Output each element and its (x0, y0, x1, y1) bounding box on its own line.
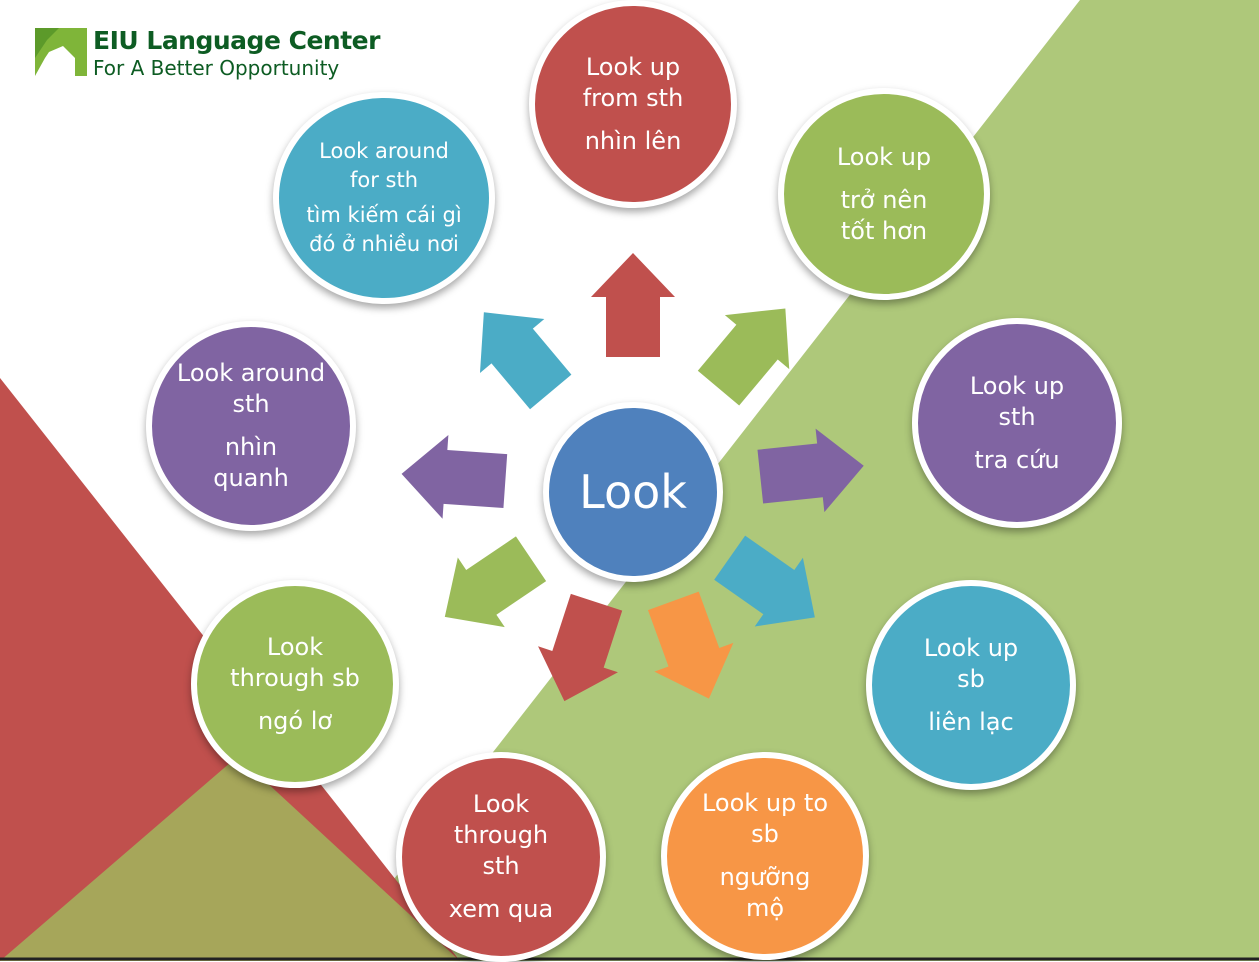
node-english: Look through sth (453, 790, 549, 880)
node-look-up-from: Look up from sth nhìn lên (529, 0, 737, 208)
node-vietnamese: trở nên tốt hơn (840, 185, 928, 245)
logo-subtitle: For A Better Opportunity (93, 56, 340, 80)
node-look-around: Look around sth nhìn quanh (146, 321, 356, 531)
arrow-to-look-up-to (647, 591, 734, 699)
node-english: Look through sb (230, 632, 360, 692)
node-vietnamese: liên lạc (928, 707, 1014, 736)
node-vietnamese: nhìn quanh (213, 433, 289, 492)
arrow-to-look-up-from (591, 253, 675, 357)
node-english: Look around for sth (319, 139, 449, 192)
node-look-up-sth: Look up sth tra cứu (912, 318, 1122, 528)
node-vietnamese: ngưỡng mộ (719, 863, 811, 922)
node-look-around-for: Look around for sth tìm kiếm cái gì đó ở… (273, 92, 495, 304)
node-english: Look around sth (176, 359, 326, 418)
node-look-up-sb: Look up sb liên lạc (866, 580, 1076, 790)
arrow-to-look-up-sth (757, 428, 864, 513)
arrow-to-look-up-better (697, 308, 790, 406)
arrow-to-look-up-sb (714, 535, 815, 627)
node-vietnamese: xem qua (448, 895, 554, 923)
node-english: Look up (836, 142, 932, 171)
node-vietnamese: ngó lơ (257, 706, 333, 735)
node-vietnamese: tìm kiếm cái gì đó ở nhiều nơi (306, 203, 462, 256)
background-olive-overlap (0, 756, 460, 961)
node-english: Look up sb (923, 633, 1019, 693)
node-vietnamese: tra cứu (974, 445, 1060, 474)
node-vietnamese: nhìn lên (584, 126, 682, 155)
node-look-through-sb: Look through sb ngó lơ (191, 580, 399, 788)
node-english: Look up from sth (582, 52, 684, 112)
arrow-to-look-through-sth (538, 593, 623, 702)
node-look-up-to: Look up to sb ngưỡng mộ (661, 752, 869, 960)
node-look-up-better: Look up trở nên tốt hơn (778, 88, 990, 300)
node-look-through-sth: Look through sth xem qua (396, 752, 606, 962)
arrow-to-look-around-for (479, 312, 572, 410)
node-english: Look up to sb (701, 789, 828, 848)
node-english: Look up sth (969, 371, 1065, 431)
arrow-to-look-through-sb (444, 536, 547, 628)
logo-title: EIU Language Center (93, 26, 380, 55)
center-node: Look (543, 402, 723, 582)
center-label: Look (579, 465, 687, 519)
arrow-to-look-around (401, 434, 508, 519)
logo-icon (35, 28, 87, 76)
